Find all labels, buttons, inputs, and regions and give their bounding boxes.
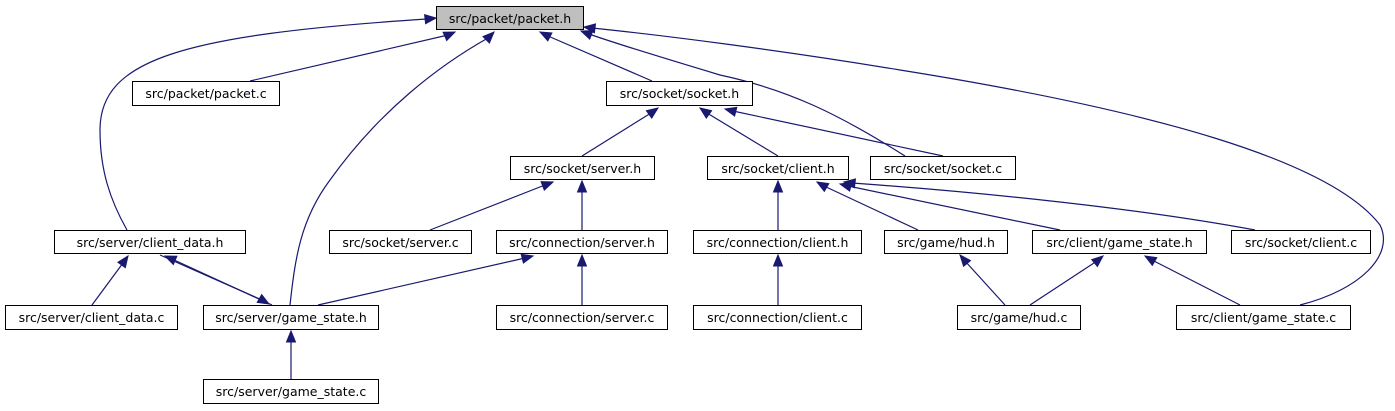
edge-socket-client-h-to-socket-h-arrowhead xyxy=(698,107,713,119)
edge-client-data-h-to-packet-h-arrowhead xyxy=(424,14,438,25)
edge-socket-server-c-to-socket-server-h-arrowhead xyxy=(540,181,555,191)
edge-socket-c-to-socket-h-arrowhead xyxy=(723,106,738,117)
edge-socket-h-to-packet-h xyxy=(547,35,653,82)
edge-socket-client-c-to-socket-client-h-arrowhead xyxy=(842,178,857,189)
edge-client-data-c-to-client-data-h xyxy=(91,262,124,306)
edge-hud-c-to-hud-h xyxy=(964,260,1006,306)
node-connection-server-h[interactable]: src/connection/server.h xyxy=(496,230,668,254)
node-socket-client-c[interactable]: src/socket/client.c xyxy=(1231,230,1371,254)
edge-hud-h-to-socket-client-h-arrowhead xyxy=(815,181,830,193)
edge-connection-client-c-to-connection-client-h-arrowhead xyxy=(772,253,784,267)
node-socket-server-h[interactable]: src/socket/server.h xyxy=(510,156,655,180)
edge-socket-h-to-packet-h-arrowhead xyxy=(538,31,553,42)
node-client-data-c[interactable]: src/server/client_data.c xyxy=(5,305,178,330)
edge-socket-client-c-to-socket-client-h xyxy=(851,182,1256,231)
edge-connection-server-c-to-connection-server-h-arrowhead xyxy=(576,253,588,267)
edge-hud-c-to-hud-h-arrowhead xyxy=(959,253,972,268)
edge-socket-server-h-to-socket-h-arrowhead xyxy=(645,107,660,119)
edge-client-game-state-c-to-client-game-state-h xyxy=(1151,259,1241,306)
edge-socket-server-h-to-socket-h xyxy=(581,112,652,157)
node-connection-server-c[interactable]: src/connection/server.c xyxy=(496,305,668,330)
edge-server-game-state-h-to-packet-h-arrowhead xyxy=(482,31,495,44)
edge-hud-h-to-socket-client-h xyxy=(823,185,919,231)
node-client-game-state-h[interactable]: src/client/game_state.h xyxy=(1032,230,1207,254)
node-client-data-h[interactable]: src/server/client_data.h xyxy=(54,230,246,254)
node-hud-h[interactable]: src/game/hud.h xyxy=(884,230,1008,254)
edge-hud-c-to-client-game-state-h-arrowhead xyxy=(1090,255,1105,268)
edge-client-game-state-h-to-socket-client-h xyxy=(847,185,1061,231)
node-socket-c[interactable]: src/socket/socket.c xyxy=(870,156,1016,180)
edge-server-game-state-c-to-server-game-state-h-arrowhead xyxy=(285,329,297,343)
edge-server-game-state-h-to-packet-h xyxy=(289,37,489,306)
edge-client-data-h-to-server-game-state-h-b-arrowhead xyxy=(256,293,271,305)
node-socket-server-c[interactable]: src/socket/server.c xyxy=(329,230,472,254)
edge-hud-c-to-client-game-state-h xyxy=(1029,260,1098,306)
edge-socket-c-to-packet-h-arrowhead xyxy=(579,30,594,40)
edge-socket-c-to-packet-h xyxy=(588,33,906,157)
edge-client-game-state-c-to-packet-h xyxy=(591,27,1385,306)
node-packet-c[interactable]: src/packet/packet.c xyxy=(132,81,280,106)
edge-client-data-h-to-server-game-state-h-b xyxy=(159,254,263,301)
edge-connection-client-h-to-socket-client-h-arrowhead xyxy=(772,179,784,193)
edge-server-game-state-h-to-connection-server-h xyxy=(317,257,526,306)
edge-client-game-state-c-to-packet-h-arrowhead xyxy=(582,23,597,34)
edge-server-game-state-h-to-connection-server-h-arrowhead xyxy=(520,253,535,264)
node-hud-c[interactable]: src/game/hud.c xyxy=(957,305,1081,330)
node-server-game-state-c[interactable]: src/server/game_state.c xyxy=(203,379,379,404)
edge-connection-server-h-to-socket-server-h-arrowhead xyxy=(576,179,588,193)
node-packet-h: src/packet/packet.h xyxy=(436,6,584,30)
node-server-game-state-h[interactable]: src/server/game_state.h xyxy=(203,305,379,330)
edge-packet-c-to-packet-h xyxy=(249,34,449,82)
edge-socket-client-h-to-socket-h xyxy=(706,112,779,157)
node-socket-client-h[interactable]: src/socket/client.h xyxy=(707,156,849,180)
edge-socket-server-c-to-socket-server-h xyxy=(429,184,546,231)
edge-packet-c-to-packet-h-arrowhead xyxy=(442,31,457,42)
node-socket-h[interactable]: src/socket/socket.h xyxy=(606,81,753,106)
edge-client-data-h-to-packet-h xyxy=(99,18,428,231)
edge-client-game-state-c-to-client-game-state-h-arrowhead xyxy=(1143,255,1158,267)
edge-client-data-c-to-client-data-h-arrowhead xyxy=(117,254,129,269)
edge-socket-c-to-socket-h xyxy=(732,110,944,157)
node-connection-client-c[interactable]: src/connection/client.c xyxy=(693,305,862,330)
node-connection-client-h[interactable]: src/connection/client.h xyxy=(693,230,862,254)
node-client-game-state-c[interactable]: src/client/game_state.c xyxy=(1176,305,1351,330)
